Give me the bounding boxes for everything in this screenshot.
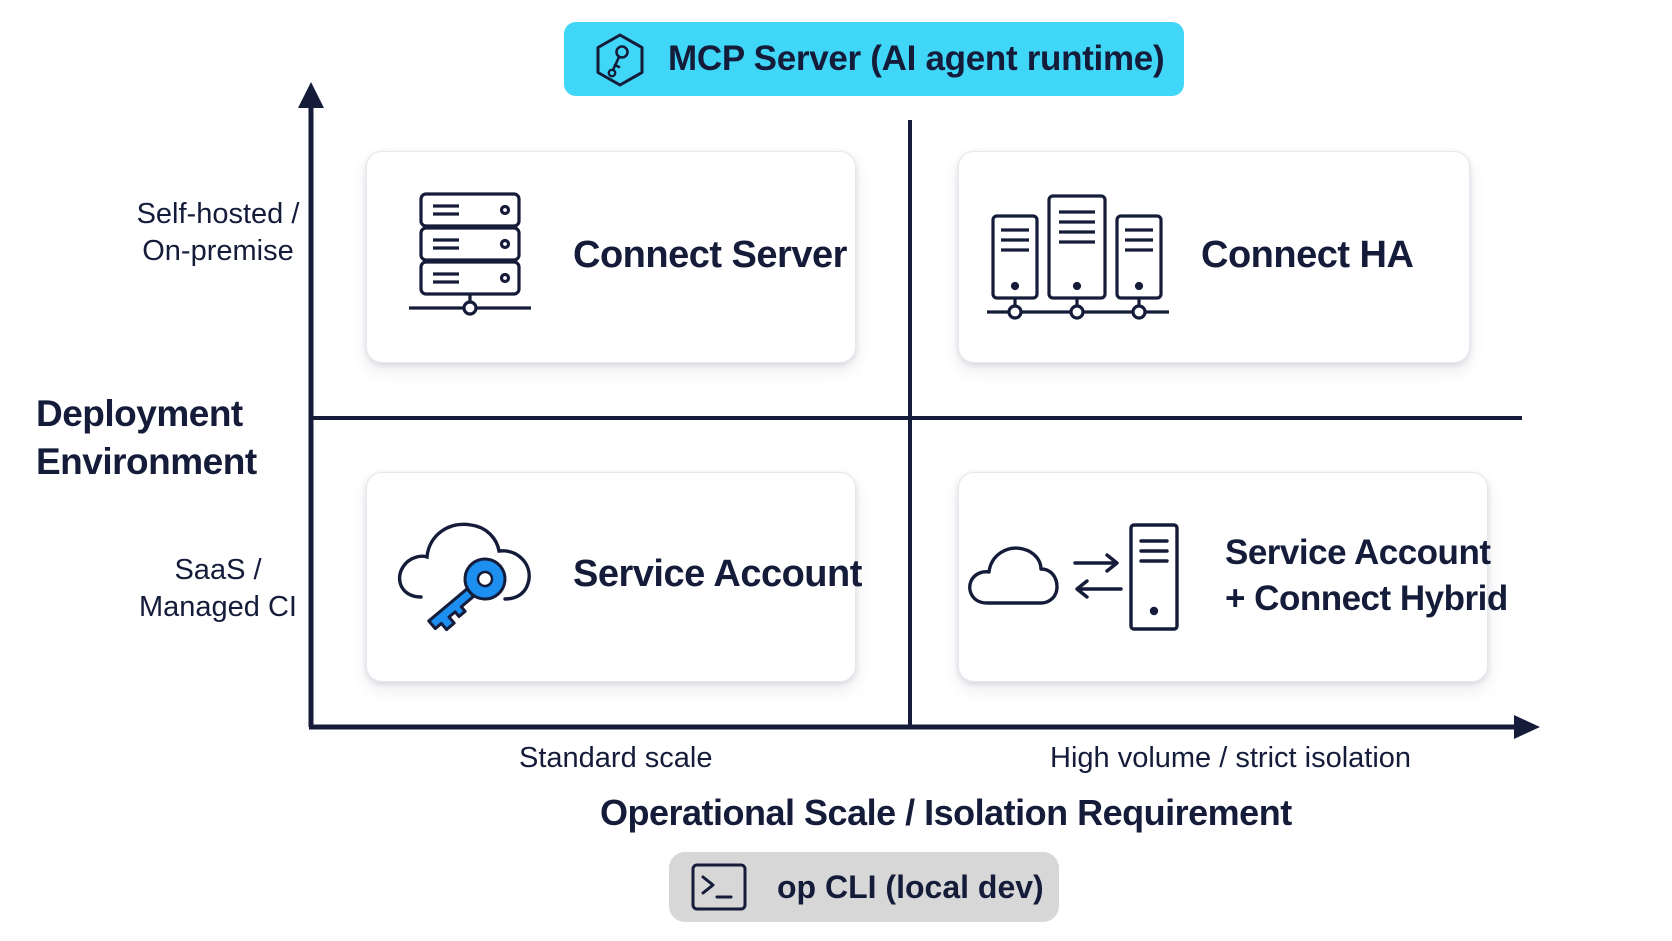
y-tick-self-hosted-line1: Self-hosted /: [136, 198, 300, 230]
op-cli-badge: op CLI (local dev): [669, 852, 1059, 922]
op-cli-label: op CLI (local dev): [777, 869, 1044, 905]
y-tick-saas-line1: SaaS /: [174, 554, 262, 586]
x-axis-title: Operational Scale / Isolation Requiremen…: [600, 792, 1292, 833]
server-cluster-icon: [987, 194, 1169, 320]
cloud-key-icon: [397, 522, 531, 632]
mcp-server-badge: MCP Server (AI agent runtime): [564, 22, 1184, 96]
card-connect-ha: Connect HA: [958, 151, 1470, 363]
y-tick-saas: SaaS / Managed CI: [128, 552, 308, 626]
y-axis-title: Deployment Environment: [36, 390, 257, 486]
hexagon-key-icon: [596, 33, 644, 87]
card-hybrid-title-line2: + Connect Hybrid: [1225, 579, 1508, 618]
card-hybrid-title-line1: Service Account: [1225, 533, 1491, 572]
card-hybrid: Service Account + Connect Hybrid: [958, 472, 1508, 682]
y-axis-arrow: [298, 82, 324, 108]
card-service-account: Service Account: [366, 472, 862, 682]
card-connect-server-title: Connect Server: [573, 234, 847, 276]
server-rack-icon: [409, 192, 531, 316]
card-connect-server: Connect Server: [366, 151, 856, 363]
y-axis-title-line1: Deployment: [36, 393, 243, 434]
terminal-icon: [691, 863, 747, 911]
y-axis-title-line2: Environment: [36, 441, 257, 482]
y-tick-saas-line2: Managed CI: [139, 591, 297, 623]
x-tick-high-volume: High volume / strict isolation: [1050, 742, 1412, 774]
x-axis-arrow: [1514, 715, 1540, 739]
y-tick-self-hosted-line2: On-premise: [142, 235, 294, 267]
cloud-sync-server-icon: [968, 523, 1179, 631]
x-tick-standard-scale: Standard scale: [519, 742, 713, 774]
card-hybrid-title: Service Account + Connect Hybrid: [1225, 530, 1508, 622]
card-service-account-title: Service Account: [573, 553, 862, 595]
card-connect-ha-title: Connect HA: [1201, 234, 1414, 276]
mcp-server-label: MCP Server (AI agent runtime): [668, 39, 1165, 78]
y-tick-self-hosted: Self-hosted / On-premise: [128, 196, 308, 270]
